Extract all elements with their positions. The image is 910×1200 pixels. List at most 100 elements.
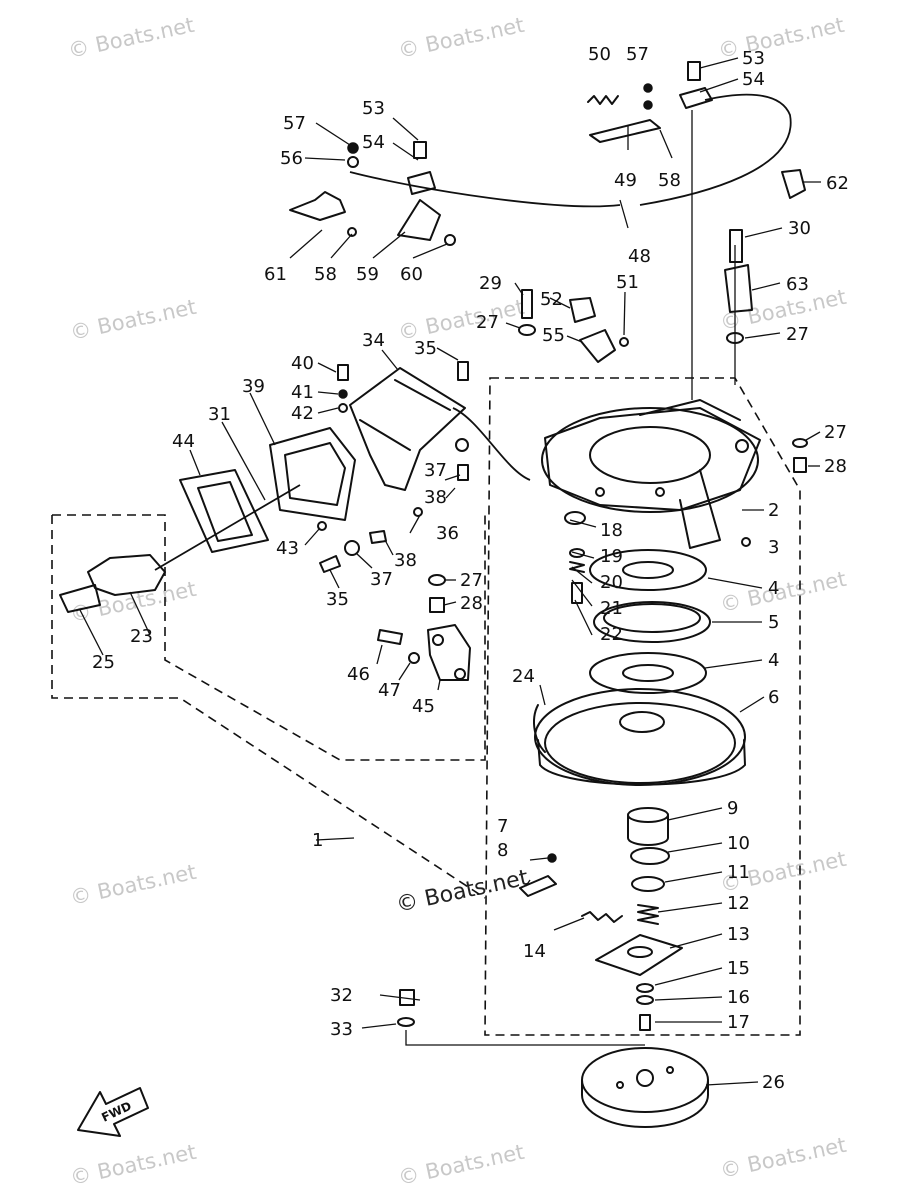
- watermark: © Boats.net: [396, 1140, 526, 1190]
- fwd-arrow-icon: FWD: [77, 1087, 149, 1137]
- callout-34: 34: [362, 330, 385, 351]
- throttle-cable: [349, 93, 792, 481]
- callout-4: 4: [768, 650, 779, 671]
- callout-55: 55: [542, 325, 565, 346]
- callout-27: 27: [476, 312, 499, 333]
- callout-43: 43: [276, 538, 299, 559]
- bolt-part: [687, 61, 701, 81]
- callout-38: 38: [394, 550, 417, 571]
- washer-part: [636, 995, 654, 1005]
- washer-part: [643, 100, 653, 110]
- callout-60: 60: [400, 264, 423, 285]
- callout-45: 45: [412, 696, 435, 717]
- callout-8: 8: [497, 840, 508, 861]
- callout-21: 21: [600, 598, 623, 619]
- washer-part: [397, 1017, 415, 1027]
- callout-27: 27: [786, 324, 809, 345]
- bolt-part: [319, 555, 341, 573]
- callout-25: 25: [92, 652, 115, 673]
- bolt-part: [377, 629, 403, 645]
- washer-part: [347, 142, 359, 154]
- stay-part: [724, 264, 753, 313]
- callout-leaders: [79, 57, 821, 1086]
- washer-part: [589, 549, 707, 591]
- collar-part: [344, 540, 360, 556]
- bracket-part: [397, 199, 441, 241]
- callout-62: 62: [826, 173, 849, 194]
- callout-58: 58: [658, 170, 681, 191]
- callout-56: 56: [280, 148, 303, 169]
- callout-1: 1: [312, 830, 323, 851]
- callout-9: 9: [727, 798, 738, 819]
- cover-plate-part: [581, 1047, 709, 1128]
- assembly-outline: [51, 377, 801, 1036]
- pin-part: [547, 853, 557, 863]
- plate-part: [407, 171, 436, 195]
- callout-33: 33: [330, 1019, 353, 1040]
- bolt-part: [457, 464, 469, 481]
- rubber-seal-part: [179, 469, 269, 553]
- bolt-part: [729, 229, 743, 263]
- callout-3: 3: [768, 537, 779, 558]
- nut-part: [619, 337, 629, 347]
- drive-plate-hub: [627, 946, 653, 958]
- collar-part: [726, 332, 744, 344]
- callout-30: 30: [788, 218, 811, 239]
- watermark: © Boats.net: [718, 285, 848, 335]
- callout-63: 63: [786, 274, 809, 295]
- guide-part: [564, 511, 586, 525]
- callout-35: 35: [326, 589, 349, 610]
- bracket-part: [349, 367, 466, 491]
- callout-46: 46: [347, 664, 370, 685]
- watermark: © Boats.net: [68, 860, 198, 910]
- watermark: © Boats.net: [68, 1140, 198, 1190]
- callout-26: 26: [762, 1072, 785, 1093]
- bolt-part: [413, 141, 427, 159]
- bolt-part: [521, 289, 533, 319]
- callout-19: 19: [600, 546, 623, 567]
- callout-14: 14: [523, 941, 546, 962]
- callout-50: 50: [588, 44, 611, 65]
- callout-53: 53: [742, 48, 765, 69]
- washer-part: [569, 548, 585, 558]
- callout-4: 4: [768, 578, 779, 599]
- callout-11: 11: [727, 862, 750, 883]
- collar-part: [429, 597, 445, 613]
- callout-27: 27: [824, 422, 847, 443]
- watermark: © Boats.net: [68, 577, 198, 627]
- callout-48: 48: [628, 246, 651, 267]
- callout-42: 42: [291, 403, 314, 424]
- callout-54: 54: [742, 69, 765, 90]
- callout-44: 44: [172, 431, 195, 452]
- rope-guide-part: [269, 427, 356, 521]
- washer-part: [630, 847, 670, 865]
- spring-part: [581, 911, 623, 923]
- callout-39: 39: [242, 376, 265, 397]
- callout-23: 23: [130, 626, 153, 647]
- callout-32: 32: [330, 985, 353, 1006]
- callout-17: 17: [727, 1012, 750, 1033]
- callout-24: 24: [512, 666, 535, 687]
- callout-28: 28: [824, 456, 847, 477]
- callout-40: 40: [291, 353, 314, 374]
- watermark: © Boats.net: [718, 1133, 848, 1183]
- callout-58: 58: [314, 264, 337, 285]
- washer-part: [347, 156, 359, 168]
- callout-29: 29: [479, 273, 502, 294]
- callout-49: 49: [614, 170, 637, 191]
- watermark: © Boats.net: [396, 13, 526, 63]
- callout-5: 5: [768, 612, 779, 633]
- pawl-part: [519, 875, 557, 897]
- callout-59: 59: [356, 264, 379, 285]
- starter-rope: [154, 484, 301, 571]
- spiral-spring-part: [593, 601, 711, 643]
- washer-part: [636, 983, 654, 993]
- callout-53: 53: [362, 98, 385, 119]
- watermark-center: © Boats.net: [394, 865, 531, 917]
- callout-12: 12: [727, 893, 750, 914]
- bolt-part: [369, 530, 387, 544]
- starter-handle-part: [59, 554, 166, 613]
- cable-clamp-part: [781, 169, 806, 199]
- watermark: © Boats.net: [716, 13, 846, 63]
- watermark: © Boats.net: [68, 295, 198, 345]
